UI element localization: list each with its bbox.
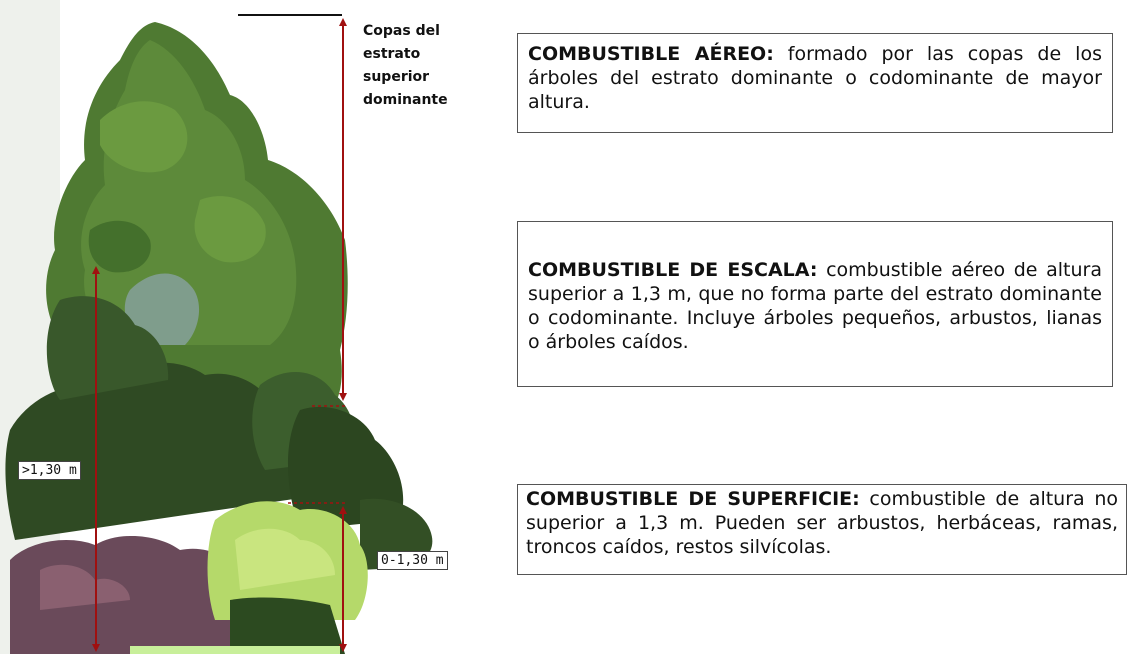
bluish-shrub (124, 273, 200, 345)
aerial-fuel-box: COMBUSTIBLE AÉREO: formado por las copas… (517, 33, 1113, 133)
ladder-fuel-term: COMBUSTIBLE DE ESCALA: (528, 259, 818, 281)
surface-vegetation (10, 501, 368, 654)
aerial-fuel-term: COMBUSTIBLE AÉREO: (528, 43, 774, 65)
surface-height-label: 0-1,30 m (377, 551, 448, 570)
ground-strip (130, 646, 340, 654)
surface-fuel-term: COMBUSTIBLE DE SUPERFICIE: (526, 488, 860, 510)
ladder-height-label: >1,30 m (18, 461, 81, 480)
surface-fuel-box: COMBUSTIBLE DE SUPERFICIE: combustible d… (517, 484, 1127, 575)
ladder-fuel-text: combustible aéreo de altura superior a 1… (528, 259, 1103, 353)
crown-stratum-label: Copas del estrato superior dominante (363, 23, 448, 108)
aerial-fuel-text: formado por las copas de los árboles del… (528, 43, 1102, 113)
surface-fuel-text: combustible de altura no superior a 1,3 … (526, 488, 1118, 558)
ladder-fuel-box: COMBUSTIBLE DE ESCALA: combustible aéreo… (517, 221, 1113, 387)
